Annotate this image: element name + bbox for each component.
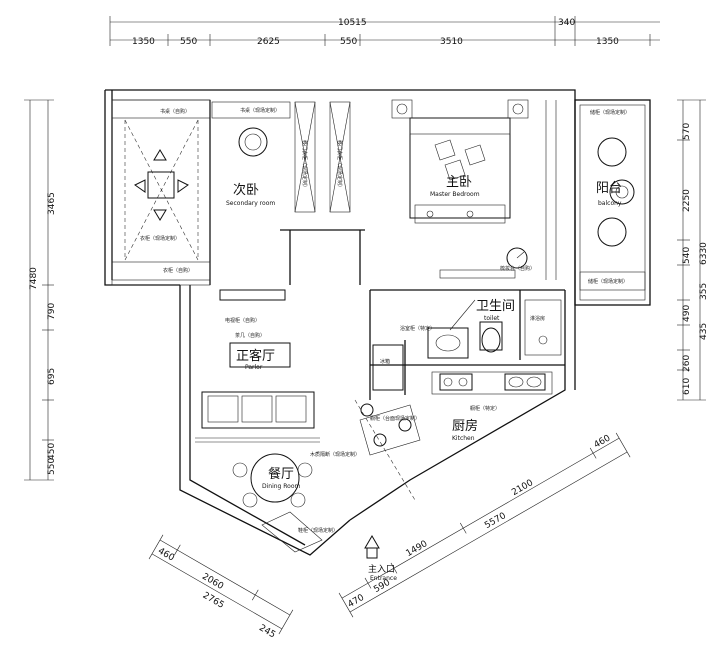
balcony-area: 储柜（现场定制） 阳台 balcony 储柜（现场定制） [579, 109, 646, 291]
balcony-cab-label: 储柜（现场定制） [588, 278, 628, 285]
dim-bl-seg: 460 [156, 546, 176, 563]
bottom-right-dimension: 470 590 1490 5570 2100 460 [338, 432, 631, 618]
right-dimension: 570 2250 540 6330 355 490 435 260 610 [677, 99, 709, 401]
secondary-room-en: Secondary room [226, 200, 275, 207]
desk-label: 书桌（自购） [160, 108, 190, 115]
washer-label: 梳妆台（自购） [500, 265, 535, 272]
dim-top-seg: 550 [180, 37, 197, 47]
toilet-area: 淋浴房 卫生间 toilet 浴室柜（特定） [400, 299, 562, 359]
kitchen-name: 厨房 [452, 418, 478, 434]
master-room-en: Master Bedroom [430, 191, 480, 198]
dim-br-seg: 470 [346, 593, 366, 610]
dining-area: 餐厅 Dining Room 鞋柜（现场定制） [232, 453, 338, 553]
bath-cabinet-label: 浴室柜（特定） [400, 325, 435, 332]
left-dimension: 7480 3465 790 695 450 550 [24, 99, 57, 481]
shoe-cab-label: 鞋柜（现场定制） [298, 527, 338, 534]
dim-right-seg: 570 [682, 123, 692, 140]
dim-top-total: 10515 [338, 18, 367, 28]
dim-left-seg: 450 [47, 443, 57, 460]
dim-right-seg: 435 [699, 323, 709, 340]
dim-left-seg: 3465 [47, 192, 57, 215]
dim-bl-total: 2765 [201, 591, 226, 611]
dim-right-seg: 2250 [682, 189, 692, 212]
coffee-table-label: 茶几（自购） [235, 332, 265, 339]
dim-top-seg: 2625 [257, 37, 280, 47]
dim-br-seg: 1490 [405, 539, 430, 559]
balcony-cab-label: 储柜（现场定制） [590, 109, 630, 116]
dining-en: Dining Room [262, 483, 301, 490]
dim-right-total: 6330 [699, 242, 709, 265]
dim-left-total: 7480 [29, 267, 39, 290]
secondary-room: 书桌（现场定制） 移门衣柜（现场定制） 移门衣柜（现场定制） 次卧 Second… [211, 101, 351, 213]
dim-bl-seg: 245 [257, 623, 277, 640]
study-area: 书桌（自购） 衣柜（现场定制） 衣柜（自购） [111, 99, 211, 286]
dim-right-seg: 355 [699, 283, 709, 300]
secondary-room-name: 次卧 [233, 182, 259, 198]
dim-right-seg: 260 [682, 355, 692, 372]
parlor-area: 电视柜（自购） 茶几（自购） 正客厅 Parlor 木质隔断（现场定制） [195, 289, 360, 458]
shower-label: 淋浴房 [530, 315, 545, 322]
balcony-en: balcony [598, 200, 622, 207]
sliding-wardrobe-label: 移门衣柜（现场定制） [336, 140, 343, 190]
dim-top-right: 340 [558, 18, 575, 28]
parlor-en: Parlor [245, 364, 263, 371]
dim-top-seg: 1350 [596, 37, 619, 47]
top-dimension: 10515 340 1350 550 2625 550 3510 1350 [109, 16, 660, 47]
dim-right-seg: 490 [682, 305, 692, 322]
tv-cabinet-label: 电视柜（自购） [225, 317, 260, 324]
toilet-name: 卫生间 [476, 299, 515, 314]
parlor-name: 正客厅 [236, 348, 275, 364]
balcony-name: 阳台 [596, 181, 622, 196]
dim-left-seg: 550 [47, 458, 57, 475]
dim-left-seg: 790 [47, 303, 57, 320]
dim-top-seg: 3510 [440, 37, 463, 47]
dim-right-seg: 610 [682, 378, 692, 395]
dim-br-seg: 2100 [510, 478, 535, 498]
fridge-label: 冰箱 [380, 358, 390, 365]
kitchen-en: Kitchen [452, 435, 475, 442]
wood-screen-label: 木质隔断（现场定制） [310, 451, 360, 458]
dining-name: 餐厅 [268, 466, 294, 482]
master-room-name: 主卧 [446, 175, 472, 190]
cab-label: 衣柜（现场定制） [140, 235, 180, 242]
outer-walls [104, 89, 651, 556]
bed-table-label: 书桌（现场定制） [240, 107, 280, 114]
entrance: 主入口 Entrance [364, 535, 397, 582]
island-label: 橱柜（台面现场定制） [370, 415, 420, 422]
bottom-left-dimension: 460 2060 2765 245 [148, 534, 294, 640]
dim-left-seg: 695 [47, 368, 57, 385]
kitchen-cab-label: 橱柜（特定） [470, 405, 500, 412]
kitchen-area: 冰箱 橱柜（特定） 厨房 Kitchen 橱柜（台面现场定制） [354, 344, 553, 501]
dim-top-seg: 1350 [132, 37, 155, 47]
dim-top-seg: 550 [340, 37, 357, 47]
sliding-wardrobe-label: 移门衣柜（现场定制） [301, 140, 308, 190]
cab-label: 衣柜（自购） [163, 267, 193, 274]
master-bedroom: 梳妆台（自购） 主卧 Master Bedroom [391, 99, 557, 280]
toilet-en: toilet [484, 315, 500, 322]
dim-right-seg: 540 [682, 247, 692, 264]
entrance-name: 主入口 [368, 563, 395, 575]
entrance-en: Entrance [370, 575, 397, 582]
